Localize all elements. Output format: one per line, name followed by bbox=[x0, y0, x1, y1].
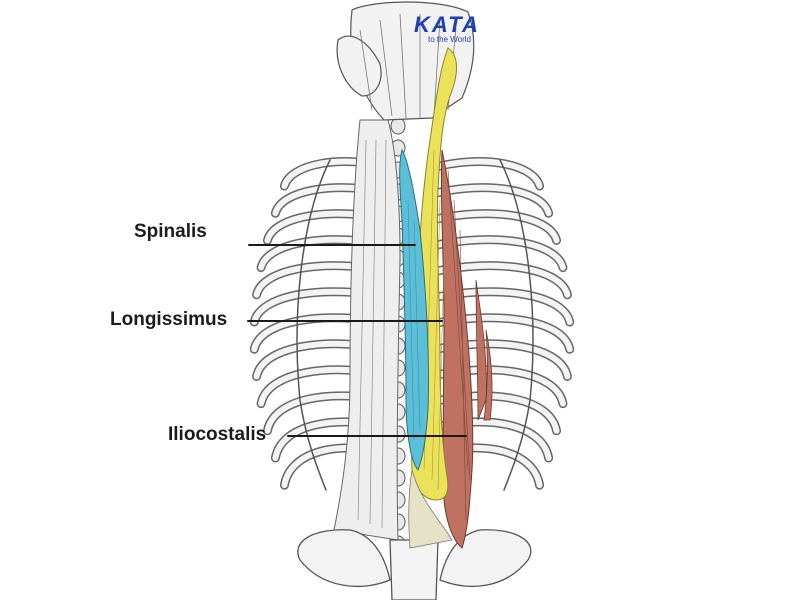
kata-logo-tagline: to the World bbox=[428, 35, 471, 44]
spinalis-muscle bbox=[399, 148, 430, 471]
iliocostalis-label: Iliocostalis bbox=[168, 424, 267, 445]
spinalis-label: Spinalis bbox=[134, 221, 207, 242]
leader-lines bbox=[247, 244, 467, 437]
longissimus-label: Longissimus bbox=[110, 309, 228, 330]
iliocostalis-muscle bbox=[440, 149, 493, 549]
kata-logo: KATA bbox=[414, 12, 480, 37]
